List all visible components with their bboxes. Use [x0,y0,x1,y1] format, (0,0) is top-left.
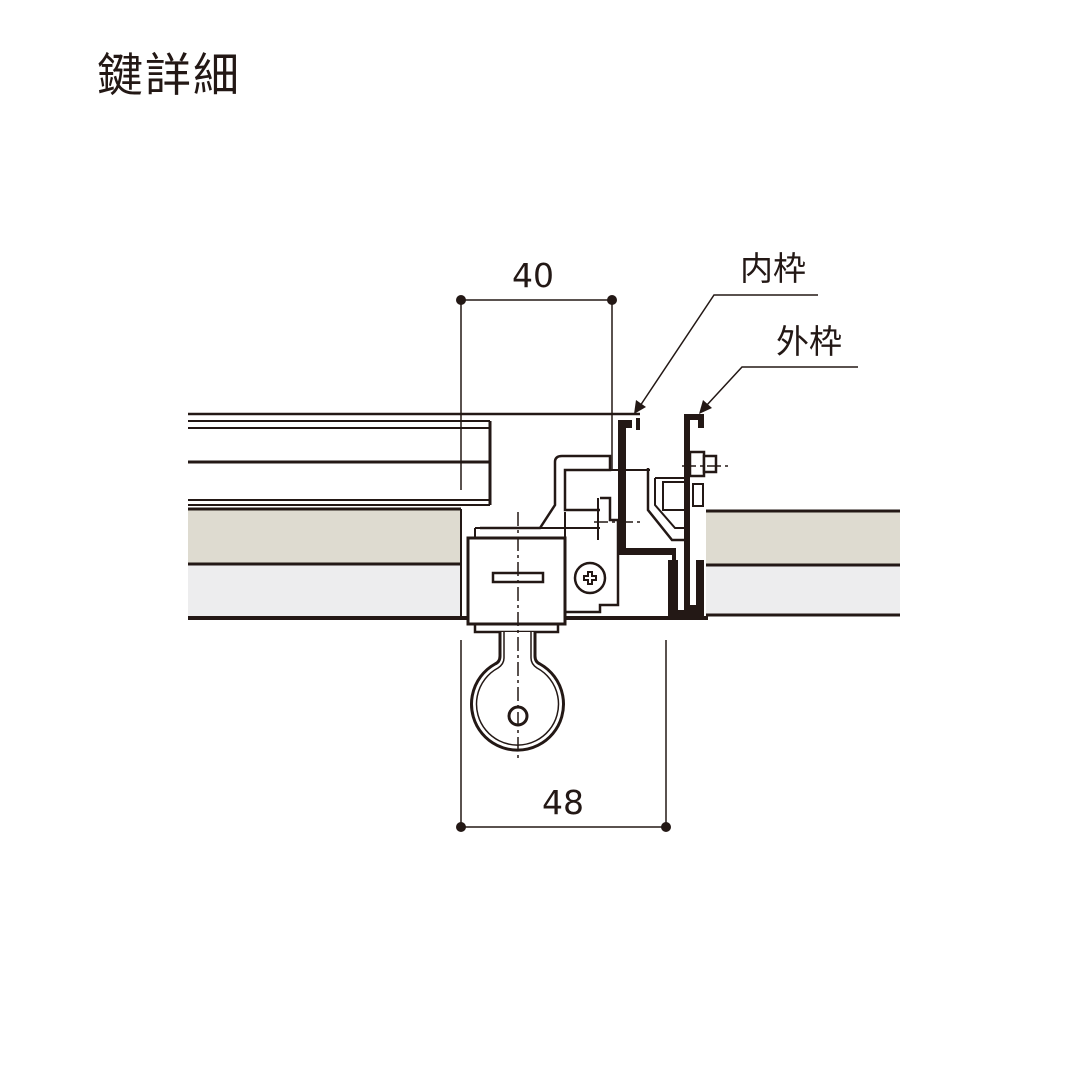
phillips-screw [573,561,607,595]
dimension-bottom-value: 48 [542,783,584,822]
ceiling-board-left [188,509,461,617]
dimension-top: 40 [456,256,617,490]
label-inner-frame: 内枠 [740,249,806,288]
board-outlines [188,507,900,620]
leader-outer-frame: 外枠 [699,322,858,414]
inner-frame-profile [618,418,676,615]
leader-inner-frame: 内枠 [634,249,818,414]
label-outer-frame: 外枠 [776,322,842,361]
outer-frame-profile [668,414,704,618]
ceiling-board-right [706,511,900,615]
latch-bracket [646,450,718,542]
dimension-top-value: 40 [512,256,554,295]
dimension-bottom: 48 [456,640,671,832]
center-lines [517,465,732,760]
upper-channel [188,412,640,506]
page-title: 鍵詳細 [97,48,241,102]
